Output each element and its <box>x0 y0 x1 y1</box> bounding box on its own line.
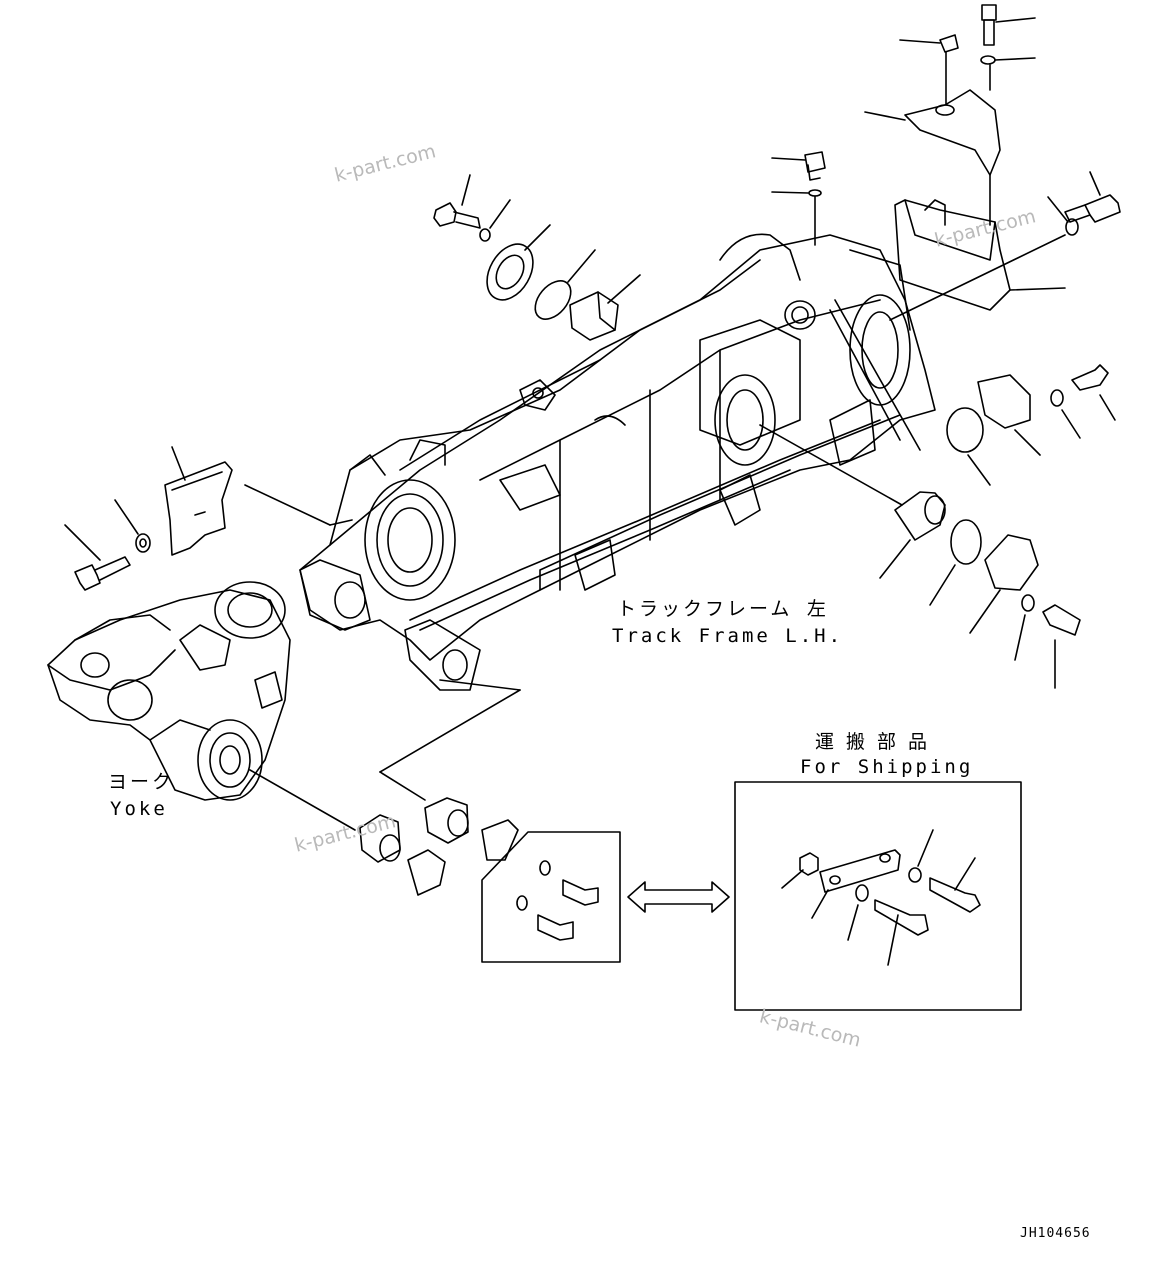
yoke-label-en: Yoke <box>110 798 168 820</box>
detail-callout-box <box>481 831 621 963</box>
plug-top <box>771 151 826 246</box>
cap-assembly-upper <box>433 174 641 341</box>
track-frame <box>299 233 936 691</box>
guard-right <box>889 171 1121 321</box>
bushings-bottom <box>249 679 599 941</box>
cover-right-upper <box>829 299 1116 486</box>
washer-left <box>114 446 186 553</box>
yoke <box>47 581 291 801</box>
cover-right-lower <box>759 424 1081 689</box>
track-frame-label-jp: トラックフレーム 左 <box>617 598 829 620</box>
shipping-label-jp: 運搬部品 <box>815 731 940 753</box>
yoke-label-jp: ヨーク <box>108 771 175 793</box>
cover-plate-left <box>164 461 353 556</box>
track-frame-label-en: Track Frame L.H. <box>612 625 844 647</box>
bracket-upper-right <box>864 4 1036 226</box>
bolt-left <box>64 524 131 591</box>
shipping-parts-box <box>734 781 1022 1011</box>
shipping-label-en: For Shipping <box>800 756 974 778</box>
drawing-code: JH104656 <box>1020 1226 1091 1241</box>
double-arrow <box>627 881 730 913</box>
shipping-parts <box>781 829 981 966</box>
